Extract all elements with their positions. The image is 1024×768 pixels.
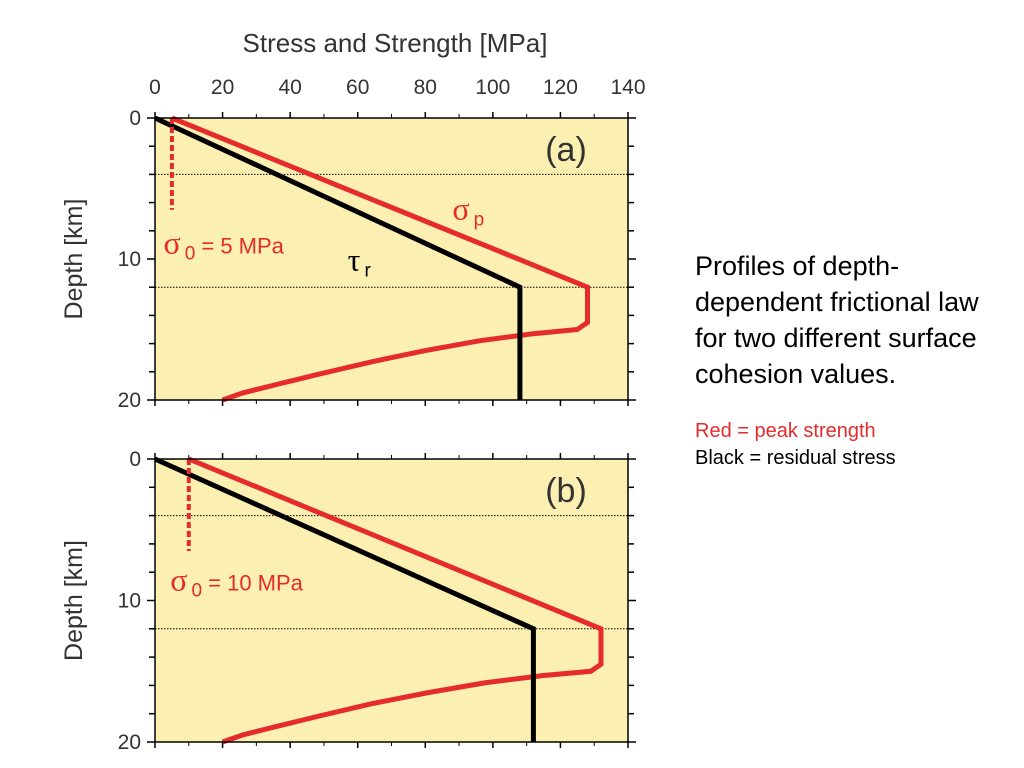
x-tick-label: 40 (278, 76, 301, 99)
caption-text: Profiles of depth-dependent frictional l… (695, 251, 979, 389)
figure-caption: Profiles of depth-dependent frictional l… (695, 248, 995, 472)
color-legend: Red = peak strength Black = residual str… (695, 418, 995, 472)
plot-background (155, 118, 628, 400)
y-tick-label: 20 (118, 731, 141, 754)
x-tick-label: 140 (610, 76, 645, 99)
panel-label: (a) (545, 131, 587, 169)
legend-black-residual-stress: Black = residual stress (695, 447, 896, 469)
peak-strength-line (170, 115, 590, 403)
y-tick-label: 20 (118, 389, 141, 412)
y-axis-title: Depth [km] (60, 540, 88, 661)
x-tick-label: 20 (211, 76, 234, 99)
plot-background (155, 459, 628, 742)
residual-stress-line (153, 456, 536, 742)
plot-frame (154, 458, 629, 743)
x-tick-label: 0 (149, 76, 161, 99)
x-tick-label: 60 (346, 76, 369, 99)
peak-strength-line (187, 456, 604, 745)
x-tick-label: 80 (414, 76, 437, 99)
x-tick-label: 120 (543, 76, 578, 99)
y-tick-label: 10 (118, 590, 141, 613)
panel-label: (b) (545, 472, 587, 510)
residual-stress-line (153, 115, 523, 400)
y-axis-title: Depth [km] (60, 199, 88, 320)
legend-red-peak-strength: Red = peak strength (695, 420, 876, 442)
plot-frame (154, 117, 629, 401)
y-tick-label: 0 (129, 448, 141, 471)
x-tick-label: 100 (475, 76, 510, 99)
y-tick-label: 10 (118, 248, 141, 271)
y-tick-label: 0 (129, 107, 141, 130)
x-axis-title: Stress and Strength [MPa] (243, 28, 548, 58)
